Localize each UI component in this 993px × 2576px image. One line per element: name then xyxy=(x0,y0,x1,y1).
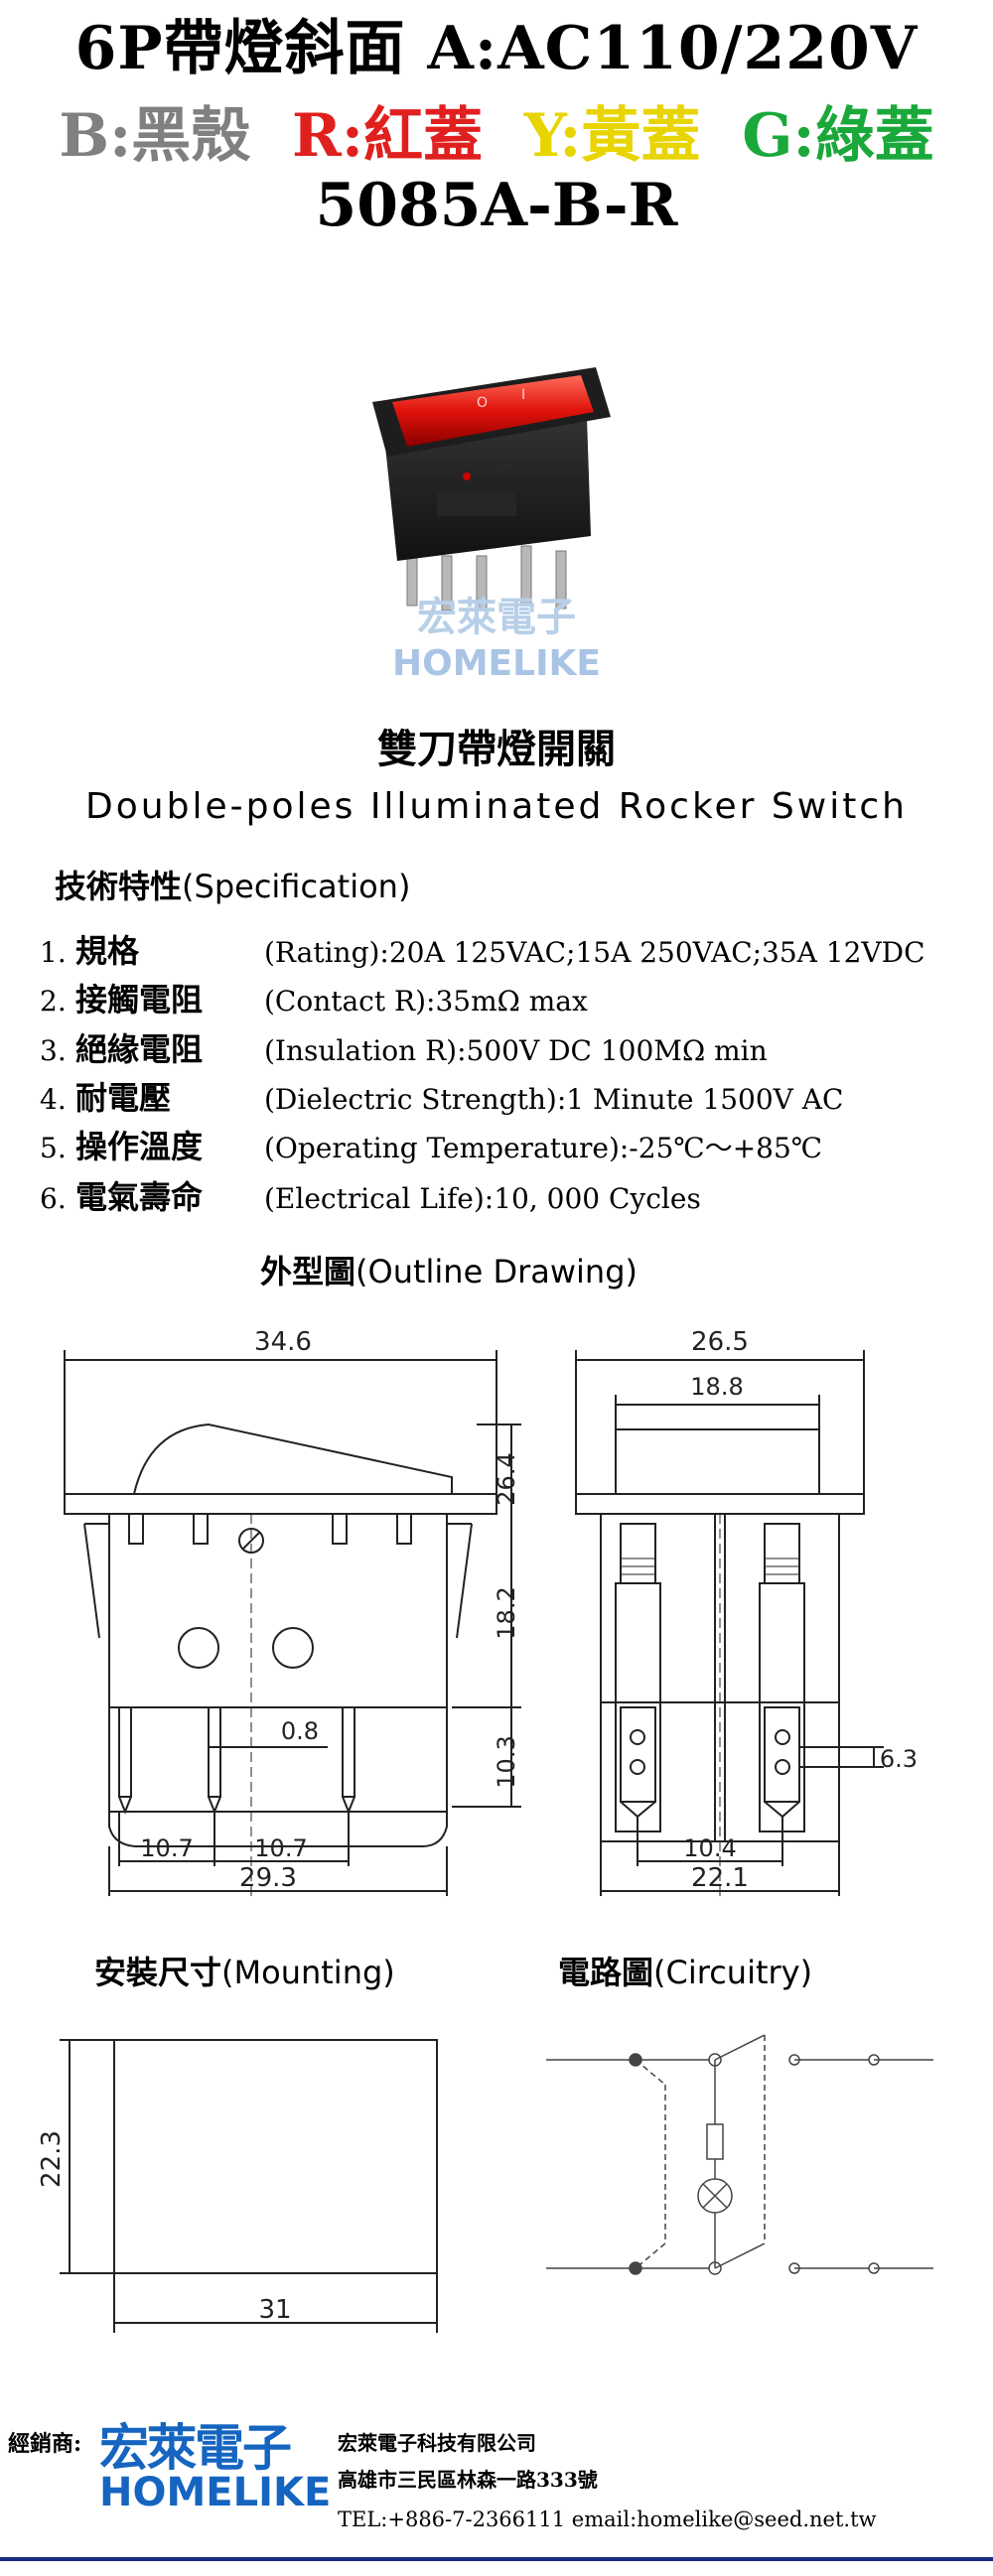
watermark-english: HOMELIKE xyxy=(392,643,601,684)
spec-number: 1. xyxy=(40,936,67,969)
spec-label: 規格 xyxy=(75,932,140,970)
mounting-heading-en: (Mounting) xyxy=(221,1954,395,1991)
distributor-label: 經銷商: xyxy=(8,2431,82,2457)
company-contact: TEL:+886-7-2366111 email:homelike@seed.n… xyxy=(338,2508,877,2531)
spec-value: (Electrical Life):10, 000 Cycles xyxy=(264,1182,701,1215)
spec-row: 6.電氣壽命 (Electrical Life):10, 000 Cycles xyxy=(40,1172,701,1218)
dim-side-base: 22.1 xyxy=(691,1863,749,1893)
spec-label: 耐電壓 xyxy=(75,1079,172,1117)
spec-number: 4. xyxy=(40,1083,67,1116)
spec-row: 1.規格 (Rating):20A 125VAC;15A 250VAC;35A 1… xyxy=(40,926,925,972)
spec-value: (Contact R):35mΩ max xyxy=(264,985,588,1017)
spec-number: 3. xyxy=(40,1034,67,1067)
spec-number: 6. xyxy=(40,1182,67,1215)
circuitry-heading-en: (Circuitry) xyxy=(653,1954,813,1991)
dim-pin-pitch-left: 10.7 xyxy=(140,1834,193,1862)
dim-front-height-top: 26.4 xyxy=(493,1452,520,1505)
dim-front-height-mid: 18.2 xyxy=(493,1586,520,1639)
product-title-english: Double-poles Illuminated Rocker Switch xyxy=(85,786,908,827)
outline-side-view: 26.5 18.8 6.3 10.4 22.1 xyxy=(575,1327,918,1896)
header-model-line: 6P帶燈斜面 A:AC110/220V xyxy=(74,14,919,83)
footer-divider xyxy=(0,2557,993,2561)
outline-heading-en: (Outline Drawing) xyxy=(355,1253,638,1290)
watermark-chinese: 宏萊電子 xyxy=(417,595,576,640)
dim-mounting-width: 31 xyxy=(258,2295,291,2325)
outline-heading: 外型圖(Outline Drawing) xyxy=(260,1247,638,1292)
rocker-off-symbol: O xyxy=(477,395,488,411)
dim-front-width: 34.6 xyxy=(254,1327,312,1357)
spec-label: 絕緣電阻 xyxy=(75,1030,204,1068)
circuitry-heading-zh: 電路圖 xyxy=(558,1954,654,1991)
spec-label: 接觸電阻 xyxy=(75,981,204,1018)
dim-pin-pitch-right: 10.7 xyxy=(254,1834,307,1862)
header-color-options: B:黑殼 R:紅蓋 Y:黃蓋 G:綠蓋 xyxy=(0,87,993,174)
spec-row: 4.耐電壓 (Dielectric Strength):1 Minute 1500… xyxy=(40,1073,843,1119)
dim-mounting-height: 22.3 xyxy=(37,2130,67,2188)
color-option-yellow: Y:黃蓋 xyxy=(523,101,701,171)
spec-row: 3.絕緣電阻 (Insulation R):500V DC 100MΩ min xyxy=(40,1024,768,1070)
color-option-green: G:綠蓋 xyxy=(742,101,934,171)
footer-logo-chinese: 宏萊電子 xyxy=(99,2418,292,2477)
circuit-diagram xyxy=(546,2034,933,2275)
product-title-chinese: 雙刀帶燈開關 xyxy=(377,726,616,772)
specification-heading-zh: 技術特性 xyxy=(55,868,183,905)
dim-front-height-pin: 10.3 xyxy=(493,1735,520,1788)
spec-label: 操作溫度 xyxy=(75,1128,204,1165)
specification-heading-en: (Specification) xyxy=(182,868,411,905)
spec-label: 電氣壽命 xyxy=(75,1178,204,1216)
spec-value: (Operating Temperature):-25℃～+85℃ xyxy=(264,1132,823,1164)
footer-logo-english: HOMELIKE xyxy=(99,2470,332,2515)
mounting-drawing: 22.3 31 xyxy=(37,2039,438,2333)
mounting-heading-zh: 安裝尺寸 xyxy=(94,1954,222,1991)
mounting-heading: 安裝尺寸(Mounting) xyxy=(94,1948,395,1993)
outline-heading-zh: 外型圖 xyxy=(260,1253,356,1290)
specification-heading: 技術特性(Specification) xyxy=(55,862,410,907)
outline-front-view: 34.6 26.4 18.2 10.3 0.8 10.7 10.7 29.3 xyxy=(64,1327,521,1896)
company-name: 宏萊電子科技有限公司 xyxy=(338,2431,536,2455)
spec-number: 5. xyxy=(40,1132,67,1164)
color-option-black: B:黑殼 xyxy=(59,101,251,171)
spec-row: 5.操作溫度 (Operating Temperature):-25℃～+85℃ xyxy=(40,1122,822,1167)
spec-value: (Insulation R):500V DC 100MΩ min xyxy=(264,1034,768,1067)
spec-value: (Dielectric Strength):1 Minute 1500V AC xyxy=(264,1083,844,1116)
dim-side-inner: 18.8 xyxy=(690,1373,743,1401)
part-number: 5085A-B-R xyxy=(315,171,678,240)
dim-side-width: 26.5 xyxy=(691,1327,749,1357)
company-address: 高雄市三民區林森一路333號 xyxy=(338,2468,598,2492)
dim-side-pin-width: 6.3 xyxy=(880,1745,918,1773)
dim-front-base: 29.3 xyxy=(239,1863,297,1893)
dim-side-pitch: 10.4 xyxy=(683,1834,736,1862)
product-photo: O I 宏萊電子 HOMELIKE xyxy=(372,367,611,684)
spec-row: 2.接觸電阻 (Contact R):35mΩ max xyxy=(40,975,588,1020)
spec-number: 2. xyxy=(40,985,67,1017)
rocker-on-symbol: I xyxy=(521,387,525,403)
dim-pin-thickness: 0.8 xyxy=(281,1717,319,1745)
color-option-red: R:紅蓋 xyxy=(292,101,484,171)
circuitry-heading: 電路圖(Circuitry) xyxy=(558,1948,812,1993)
spec-value: (Rating):20A 125VAC;15A 250VAC;35A 12VDC xyxy=(264,936,925,969)
